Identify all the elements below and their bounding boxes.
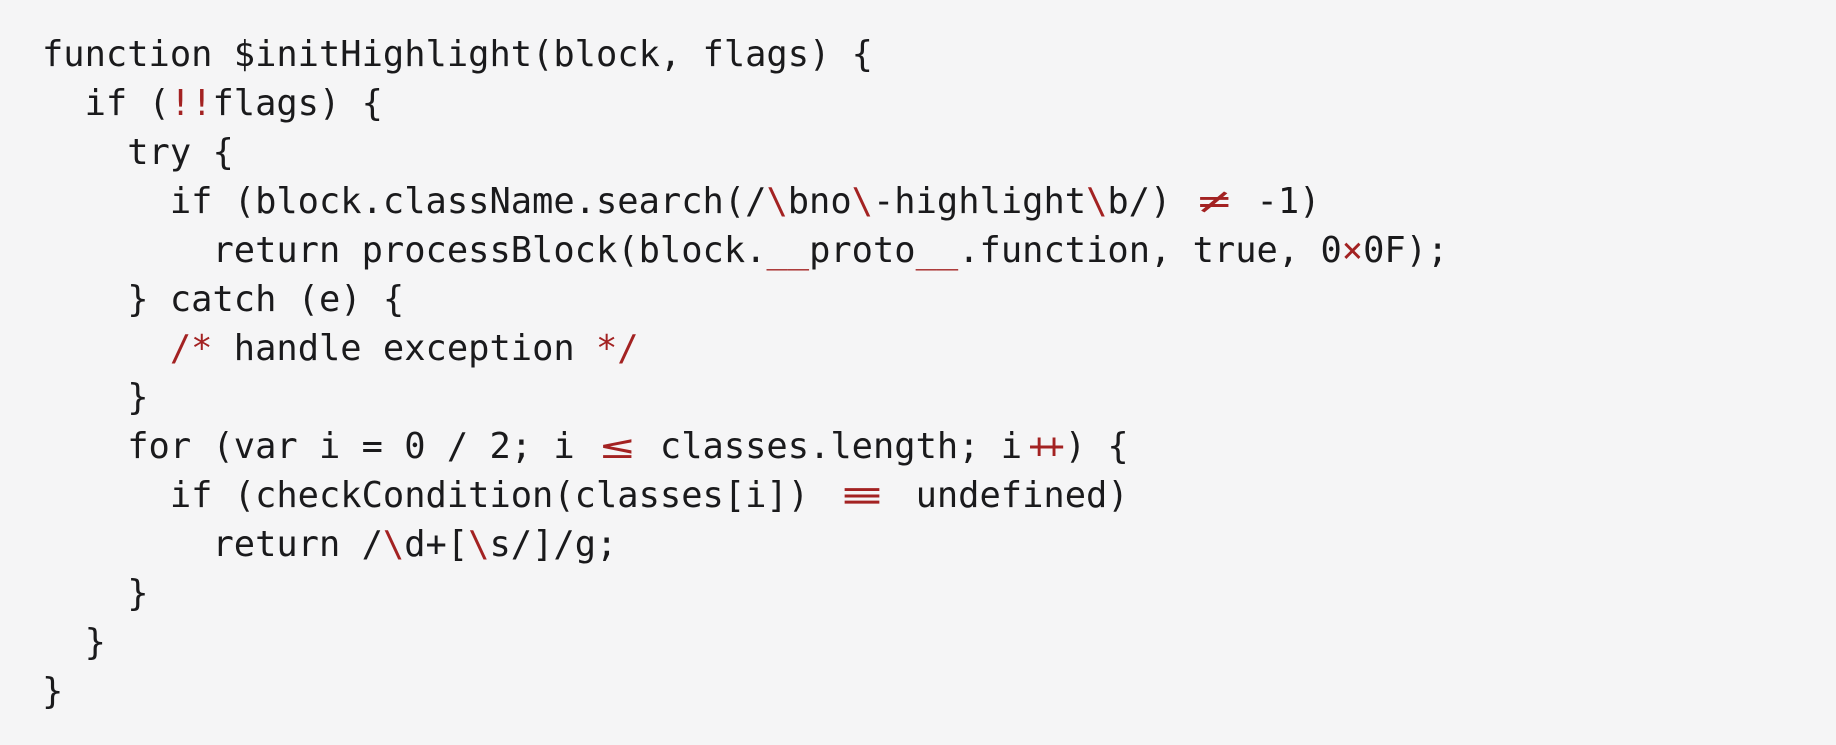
ligature-glyph: */ [596, 328, 639, 369]
code-text: } [42, 622, 106, 663]
ligature-glyph: ≡ [842, 475, 883, 516]
ligature-glyph: \ [382, 524, 405, 565]
code-text: flags) { [212, 83, 383, 124]
ligature-glyph: \ [766, 181, 788, 222]
code-text: function $initHighlight(block, flags) { [42, 34, 873, 75]
code-text: classes.length; i [638, 426, 1023, 467]
code-line: if (checkCondition(classes[i]) ≡ undefin… [42, 471, 1816, 520]
code-line: } [42, 667, 1816, 716]
code-line: try { [42, 128, 1816, 177]
code-text: d+[ [404, 524, 469, 565]
ligature-glyph: ++ [1028, 426, 1065, 467]
code-block: function $initHighlight(block, flags) { … [42, 30, 1816, 716]
code-text: if ( [42, 83, 170, 124]
ligature-glyph: \ [851, 181, 873, 222]
code-line: } [42, 373, 1816, 422]
code-text: try { [42, 132, 234, 173]
code-text: 0F); [1363, 230, 1449, 271]
code-text: ) { [1064, 426, 1129, 467]
code-text: if (checkCondition(classes[i]) [42, 475, 831, 516]
code-line: if (block.className.search(/\bno\-highli… [42, 177, 1816, 226]
ligature-glyph: \ [1086, 181, 1108, 222]
code-text: return processBlock(block. [42, 230, 767, 271]
code-line: } [42, 618, 1816, 667]
code-line: for (var i = 0 / 2; i ≤ classes.length; … [42, 422, 1816, 471]
code-text: undefined) [894, 475, 1129, 516]
code-text: if (block.className.search(/ [42, 181, 767, 222]
code-text: -highlight [872, 181, 1087, 222]
code-text: } [42, 671, 64, 712]
code-text [42, 328, 170, 369]
ligature-glyph: ≤ [600, 426, 634, 467]
code-text: b/) [1107, 181, 1193, 222]
ligature-glyph: __ [766, 230, 810, 271]
code-text: handle exception [212, 328, 596, 369]
code-text: -1) [1235, 181, 1321, 222]
code-line: } [42, 569, 1816, 618]
ligature-glyph: !! [169, 83, 213, 124]
code-text: } catch (e) { [42, 279, 405, 320]
code-text: proto [809, 230, 916, 271]
code-line: /* handle exception */ [42, 324, 1816, 373]
code-text: } [42, 573, 149, 614]
code-text: return / [42, 524, 383, 565]
code-text: } [42, 377, 149, 418]
code-text: bno [787, 181, 852, 222]
ligature-glyph: × [1341, 230, 1364, 271]
ligature-glyph: /* [169, 328, 213, 369]
code-line: return processBlock(block.__proto__.func… [42, 226, 1816, 275]
code-line: function $initHighlight(block, flags) { [42, 30, 1816, 79]
ligature-glyph: ≠ [1197, 181, 1231, 222]
code-text: for (var i = 0 / 2; i [42, 426, 596, 467]
code-text: s/]/g; [489, 524, 618, 565]
code-text: .function, true, 0 [958, 230, 1342, 271]
ligature-glyph: \ [468, 524, 490, 565]
code-line: if (!!flags) { [42, 79, 1816, 128]
ligature-glyph: __ [915, 230, 959, 271]
code-line: return /\d+[\s/]/g; [42, 520, 1816, 569]
code-line: } catch (e) { [42, 275, 1816, 324]
